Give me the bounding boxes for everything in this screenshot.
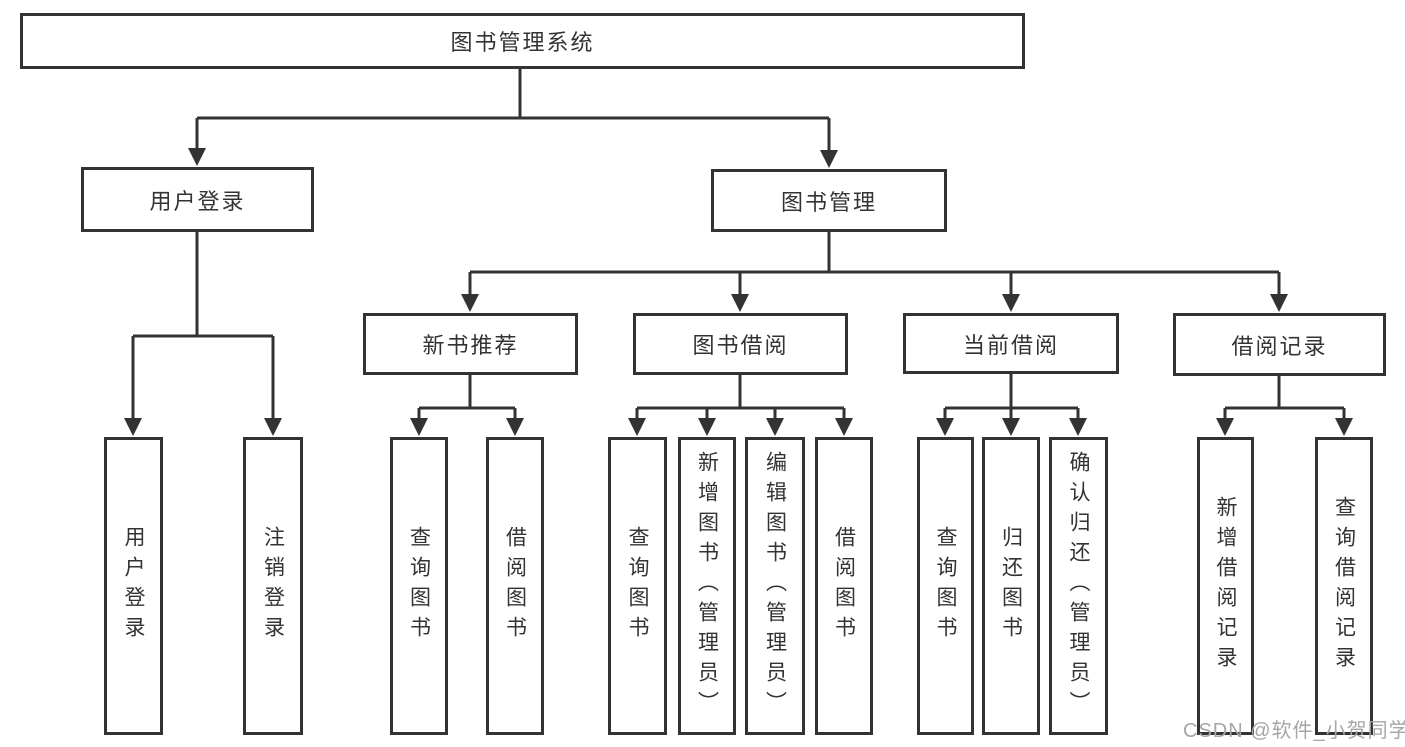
leaf-add-borrow-record: 新增借阅记录 [1197,437,1254,735]
arrowhead-icon [698,418,716,436]
connector-root-to-level1 [188,69,838,168]
node-borrow-records-label: 借阅记录 [1231,333,1328,359]
connector-new-book-to-leaves [410,375,524,436]
leaf-user-login: 用户登录 [104,437,163,735]
connector-current-borrow-to-leaves [936,374,1087,436]
leaf-borrow-book-label: 借阅图书 [832,526,856,646]
connector-book-management-to-level2 [461,232,1288,312]
node-new-book-recommend: 新书推荐 [363,313,578,375]
leaf-add-borrow-record-label: 新增借阅记录 [1214,496,1237,676]
leaf-add-book-admin-label: 新增图书（管理员） [695,451,719,721]
leaf-query-book-current-label: 查询图书 [934,526,957,646]
arrowhead-icon [1002,418,1020,436]
leaf-borrow-book: 借阅图书 [815,437,873,735]
node-book-borrow-label: 图书借阅 [692,333,789,358]
leaf-query-book-current: 查询图书 [917,437,974,735]
node-current-borrow-label: 当前借阅 [962,332,1059,358]
arrowhead-icon [1270,294,1288,312]
leaf-query-book-newrec: 查询图书 [390,437,448,735]
leaf-query-book-newrec-label: 查询图书 [407,526,431,646]
arrowhead-icon [188,148,206,166]
node-new-book-recommend-label: 新书推荐 [422,333,519,358]
arrowhead-icon [835,418,853,436]
leaf-query-borrow-record-label: 查询借阅记录 [1332,496,1356,676]
arrowhead-icon [124,418,142,436]
leaf-logout-label: 注销登录 [261,526,285,646]
arrowhead-icon [1335,418,1353,436]
leaf-confirm-return-admin-label: 确认归还（管理员） [1067,451,1090,721]
arrowhead-icon [766,418,784,436]
leaf-borrow-book-newrec: 借阅图书 [486,437,544,735]
leaf-query-book-borrow: 查询图书 [608,437,667,735]
node-book-management: 图书管理 [711,169,947,232]
leaf-edit-book-admin-label: 编辑图书（管理员） [763,451,787,721]
leaf-query-borrow-record: 查询借阅记录 [1315,437,1373,735]
node-book-management-label: 图书管理 [780,189,877,215]
connector-book-borrow-to-leaves [628,375,853,436]
arrowhead-icon [506,418,524,436]
arrowhead-icon [936,418,954,436]
arrowhead-icon [410,418,428,436]
leaf-query-book-borrow-label: 查询图书 [626,526,649,646]
arrowhead-icon [264,418,282,436]
arrowhead-icon [820,150,838,168]
leaf-logout: 注销登录 [243,437,303,735]
connector-user-login-to-leaves [124,232,282,436]
arrowhead-icon [1069,418,1087,436]
leaf-add-book-admin: 新增图书（管理员） [678,437,736,735]
connector-borrow-records-to-leaves [1216,376,1353,436]
node-root-label: 图书管理系统 [450,30,595,55]
node-root: 图书管理系统 [20,13,1025,69]
leaf-confirm-return-admin: 确认归还（管理员） [1049,437,1108,735]
leaf-borrow-book-newrec-label: 借阅图书 [503,526,527,646]
arrowhead-icon [1216,418,1234,436]
node-user-login-label: 用户登录 [149,188,246,214]
leaf-return-book-label: 归还图书 [999,526,1023,646]
leaf-user-login-label: 用户登录 [122,526,145,646]
arrowhead-icon [1002,294,1020,312]
arrowhead-icon [461,294,479,312]
leaf-return-book: 归还图书 [982,437,1040,735]
arrowhead-icon [628,418,646,436]
node-borrow-records: 借阅记录 [1173,313,1386,376]
watermark: CSDN @软件_小贺同学 [1183,720,1405,742]
arrowhead-icon [731,294,749,312]
leaf-edit-book-admin: 编辑图书（管理员） [745,437,805,735]
node-user-login: 用户登录 [81,167,314,232]
node-book-borrow: 图书借阅 [633,313,848,375]
node-current-borrow: 当前借阅 [903,313,1119,374]
